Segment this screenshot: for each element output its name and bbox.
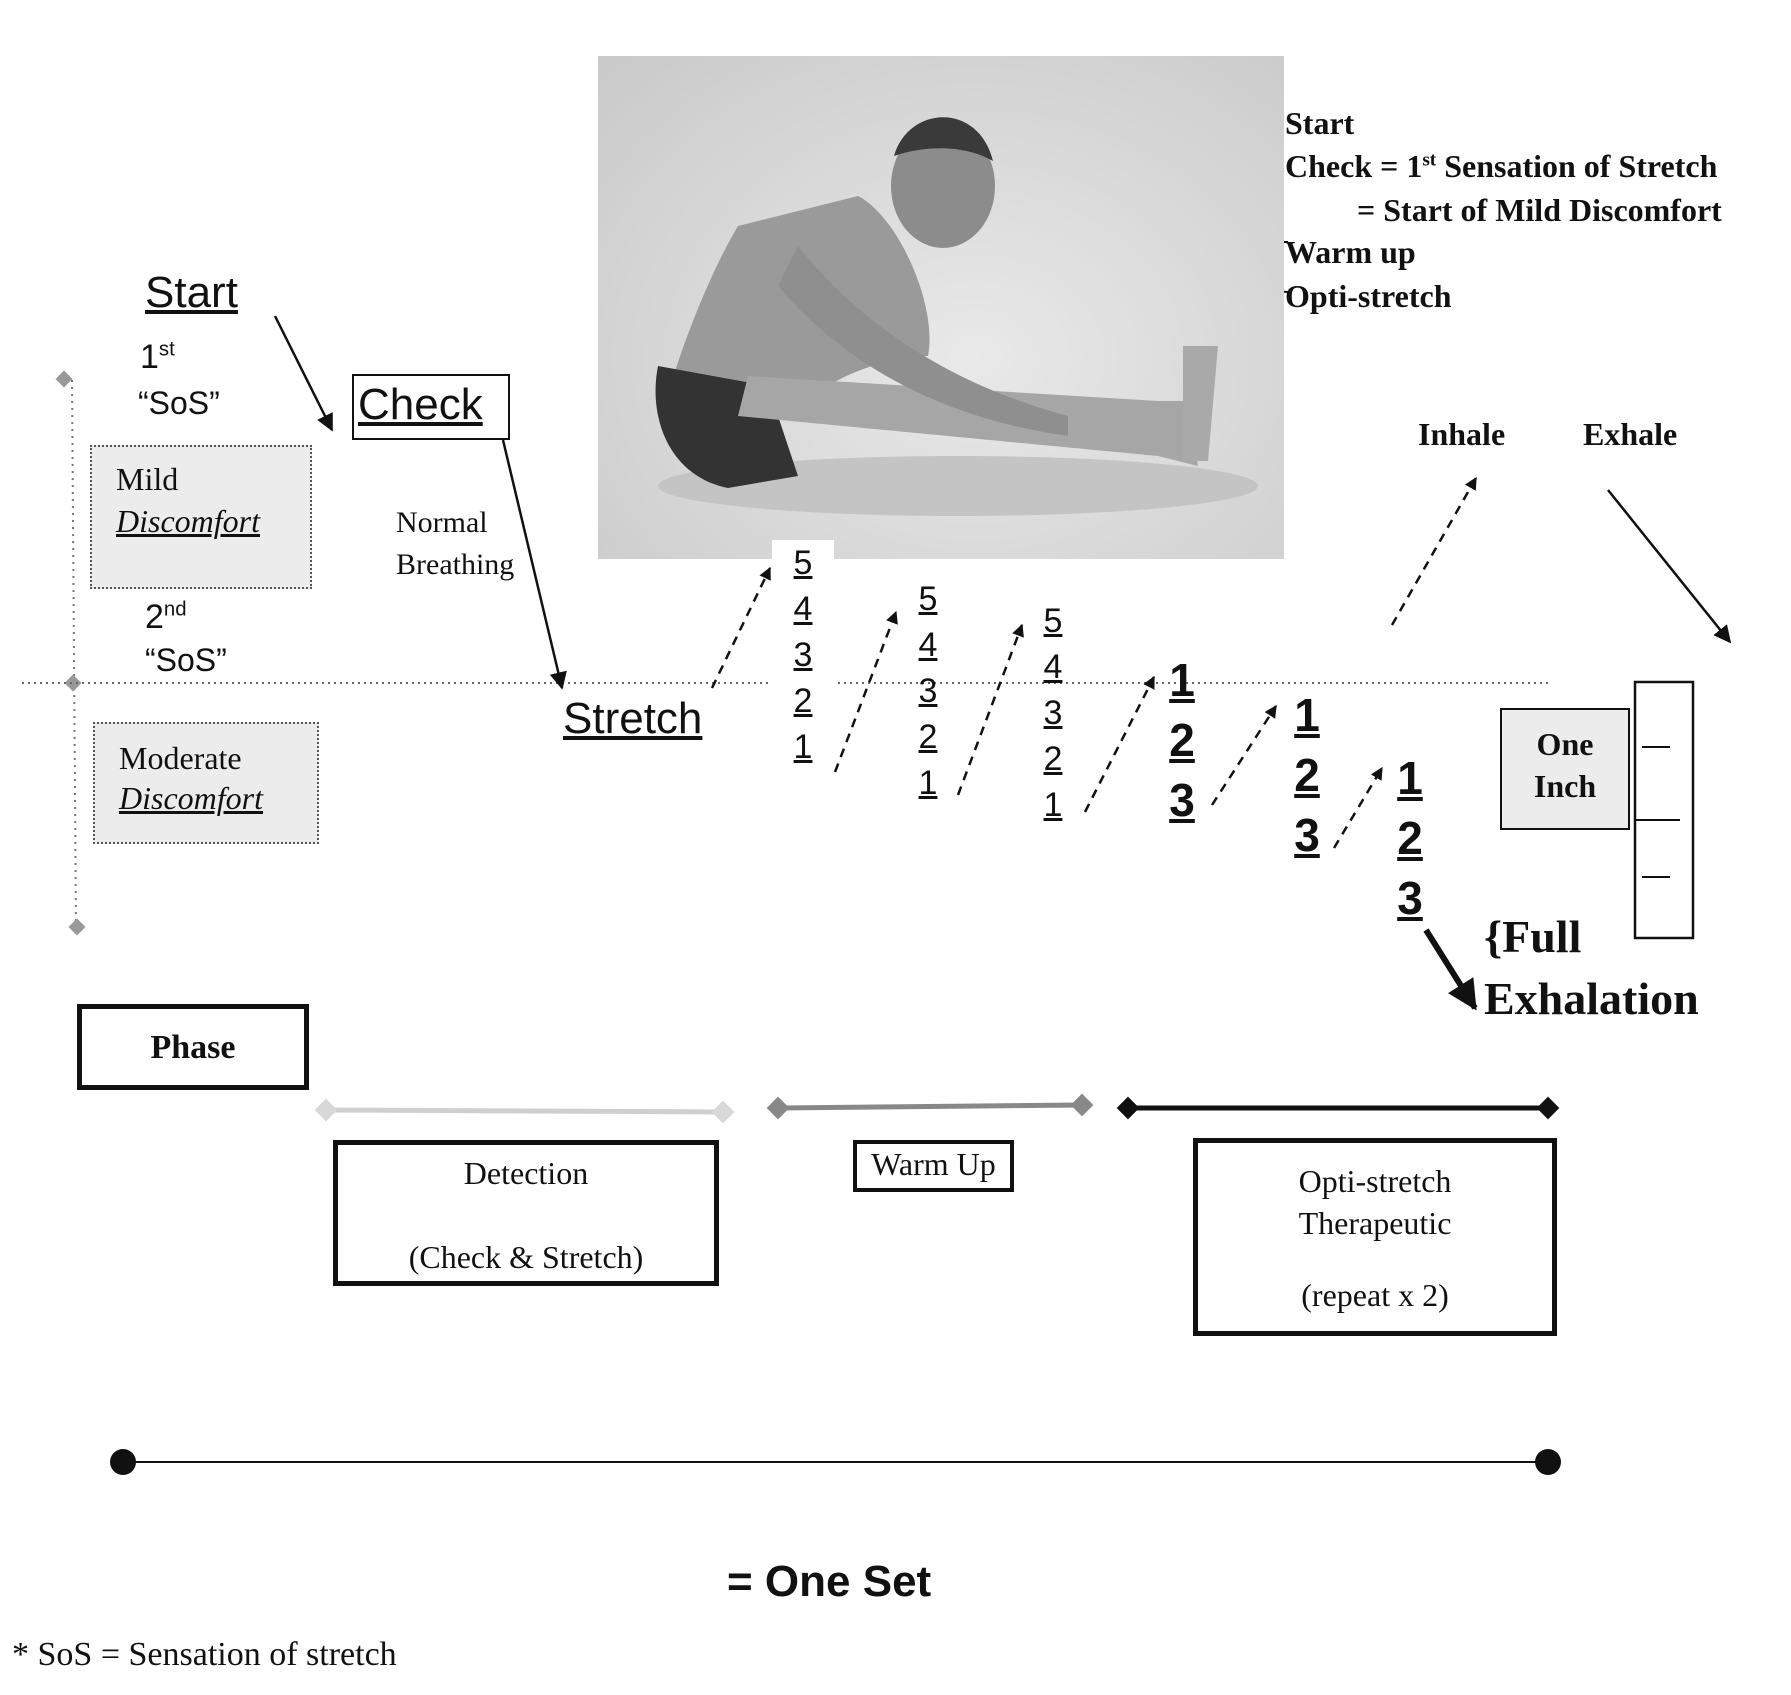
- count-item: 1: [918, 764, 938, 802]
- dashed-arrow-4: [1083, 675, 1156, 813]
- scale-diamond-mid: [64, 674, 82, 692]
- opti-count-2: 1 2 3: [1277, 685, 1337, 865]
- count-item: 2: [1169, 714, 1195, 766]
- count-item: 3: [918, 672, 938, 710]
- stretch-label: Stretch: [563, 694, 703, 743]
- count-item: 5: [918, 580, 938, 618]
- check-label: Check: [358, 380, 483, 429]
- phase-line-detection: [325, 1107, 724, 1115]
- opti-label: Opti-stretch: [1298, 1163, 1452, 1199]
- normal-breathing-line2: Breathing: [396, 548, 515, 581]
- phase-title: Phase: [150, 1029, 236, 1066]
- detection-label: Detection: [463, 1155, 589, 1191]
- moderate-label: Moderate: [119, 740, 242, 776]
- count-item: 1: [1294, 689, 1320, 741]
- count-item: 2: [1043, 740, 1063, 778]
- normal-breathing-line1: Normal: [396, 506, 488, 539]
- second-sos-ordinal: 2nd: [145, 598, 187, 636]
- photo-label-mild: = Start of Mild Discomfort: [1357, 192, 1722, 228]
- opti-count-3: 1 2 3: [1380, 748, 1440, 928]
- mild-discomfort-box: Mild Discomfort: [90, 445, 312, 589]
- detection-subtitle: (Check & Stretch): [408, 1239, 644, 1275]
- dashed-arrow-1: [710, 566, 772, 689]
- dashed-arrow-5: [1210, 704, 1278, 806]
- moderate-discomfort-box: Moderate Discomfort: [93, 722, 319, 844]
- photo-label-start: Start: [1285, 105, 1355, 141]
- phase-line-warmup: [777, 1102, 1083, 1111]
- check-box: Check: [352, 374, 510, 440]
- count-item: 2: [1397, 812, 1423, 864]
- count-item: 1: [1397, 752, 1423, 804]
- opti-count-1: 1 2 3: [1152, 650, 1212, 830]
- inch-ruler: [1633, 680, 1695, 940]
- dashed-arrow-3: [956, 623, 1024, 796]
- inhale-label: Inhale: [1418, 416, 1506, 452]
- one-set-end-dot: [1535, 1449, 1561, 1475]
- first-sos-ordinal: 1st: [140, 338, 175, 376]
- opti-therapeutic-label: Therapeutic: [1298, 1205, 1452, 1241]
- one-set-start-dot: [110, 1449, 136, 1475]
- count-item: 1: [793, 728, 813, 766]
- exhale-label: Exhale: [1583, 416, 1678, 452]
- opti-repeat-label: (repeat x 2): [1301, 1277, 1449, 1313]
- warmup-phase-box: Warm Up: [853, 1140, 1014, 1192]
- detection-phase-box: Detection (Check & Stretch): [333, 1140, 719, 1286]
- count-item: 4: [793, 590, 813, 628]
- start-label: Start: [145, 268, 238, 317]
- start-to-check-arrow: [273, 315, 334, 432]
- count-item: 3: [1294, 809, 1320, 861]
- count-item: 3: [1043, 694, 1063, 732]
- count-item: 2: [793, 682, 813, 720]
- one-set-label: = One Set: [727, 1557, 932, 1606]
- footnote: * SoS = Sensation of stretch: [12, 1636, 397, 1673]
- count-item: 3: [1169, 774, 1195, 826]
- check-to-stretch-arrow: [501, 439, 567, 690]
- count-item: 4: [918, 626, 938, 664]
- photo-label-check: Check = 1st Sensation of Stretch: [1285, 148, 1718, 184]
- warmup-label: Warm Up: [871, 1146, 996, 1182]
- opti-phase-box: Opti-stretch Therapeutic (repeat x 2): [1193, 1138, 1557, 1336]
- second-sos-label: “SoS”: [145, 642, 227, 678]
- inhale-arrow: [1390, 476, 1478, 626]
- mild-label: Mild: [116, 461, 179, 497]
- count-item: 2: [918, 718, 938, 756]
- full-exhalation-line2: Exhalation: [1484, 973, 1699, 1024]
- scale-axis: [71, 379, 77, 931]
- count-sequence-1: 5 4 3 2 1: [772, 540, 834, 770]
- photo-label-warmup: Warm up: [1285, 234, 1416, 270]
- count-item: 5: [1043, 602, 1063, 640]
- scale-diamond-top: [55, 370, 73, 388]
- one-inch-line2: Inch: [1533, 768, 1597, 804]
- one-inch-box: One Inch: [1500, 708, 1630, 830]
- phase-title-box: Phase: [77, 1004, 309, 1090]
- photo-label-opti: Opti-stretch: [1285, 278, 1452, 314]
- full-exhalation-arrow: [1423, 928, 1478, 1011]
- count-item: 3: [1397, 872, 1423, 924]
- count-sequence-2: 5 4 3 2 1: [898, 576, 958, 806]
- dashed-arrow-2: [833, 610, 898, 773]
- mild-discomfort-label: Discomfort: [116, 503, 260, 539]
- stretch-photo: [598, 56, 1284, 559]
- count-item: 1: [1043, 786, 1063, 824]
- count-item: 3: [793, 636, 813, 674]
- one-inch-line1: One: [1536, 726, 1594, 762]
- count-item: 5: [793, 544, 813, 582]
- moderate-discomfort-label: Discomfort: [119, 780, 263, 816]
- count-sequence-3: 5 4 3 2 1: [1023, 598, 1083, 828]
- scale-diamond-bottom: [68, 918, 86, 936]
- count-item: 4: [1043, 648, 1063, 686]
- exhale-arrow: [1607, 489, 1732, 644]
- first-sos-label: “SoS”: [138, 385, 220, 421]
- dashed-arrow-6: [1332, 766, 1384, 849]
- full-exhalation-line1: {Full: [1484, 911, 1582, 962]
- count-item: 1: [1169, 654, 1195, 706]
- count-item: 2: [1294, 749, 1320, 801]
